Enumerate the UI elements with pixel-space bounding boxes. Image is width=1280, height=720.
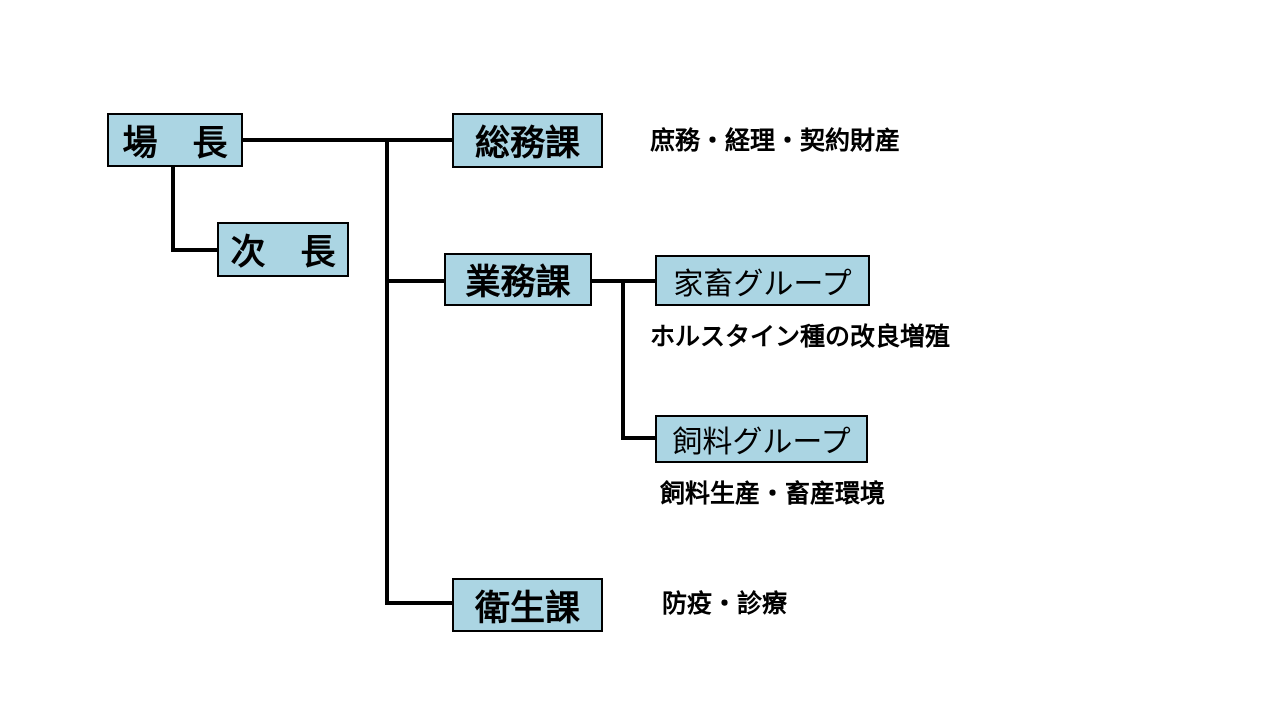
note-hygiene: 防疫・診療 bbox=[662, 590, 788, 618]
connector-trunk-to-hygiene bbox=[385, 601, 452, 605]
connector-director-to-general-affairs bbox=[243, 138, 452, 142]
node-general-affairs-label: 総務課 bbox=[474, 124, 580, 163]
connector-operations-to-feed-horizontal bbox=[621, 436, 655, 440]
note-livestock-group: ホルスタイン種の改良増殖 bbox=[650, 323, 951, 351]
node-feed-group-label: 飼料グループ bbox=[672, 426, 851, 459]
node-operations: 業務課 bbox=[444, 253, 592, 306]
node-livestock-group-label: 家畜グループ bbox=[673, 267, 852, 301]
connector-trunk-to-operations bbox=[385, 279, 444, 283]
note-feed-group: 飼料生産・畜産環境 bbox=[660, 480, 886, 508]
node-hygiene: 衛生課 bbox=[452, 578, 603, 632]
node-deputy-director-label: 次 長 bbox=[230, 233, 336, 272]
connector-director-to-deputy-horizontal bbox=[171, 248, 217, 252]
node-deputy-director: 次 長 bbox=[217, 222, 349, 277]
connector-director-to-deputy-vertical bbox=[171, 167, 175, 252]
node-director-label: 場 長 bbox=[122, 123, 228, 163]
node-director: 場 長 bbox=[107, 113, 243, 167]
node-general-affairs: 総務課 bbox=[452, 113, 603, 168]
node-hygiene-label: 衛生課 bbox=[474, 588, 580, 628]
node-feed-group: 飼料グループ bbox=[655, 415, 868, 463]
node-operations-label: 業務課 bbox=[465, 263, 571, 302]
note-general-affairs: 庶務・経理・契約財産 bbox=[650, 127, 901, 155]
connector-operations-to-feed-vertical bbox=[621, 279, 625, 440]
node-livestock-group: 家畜グループ bbox=[655, 255, 870, 306]
connector-trunk-vertical bbox=[385, 138, 389, 605]
